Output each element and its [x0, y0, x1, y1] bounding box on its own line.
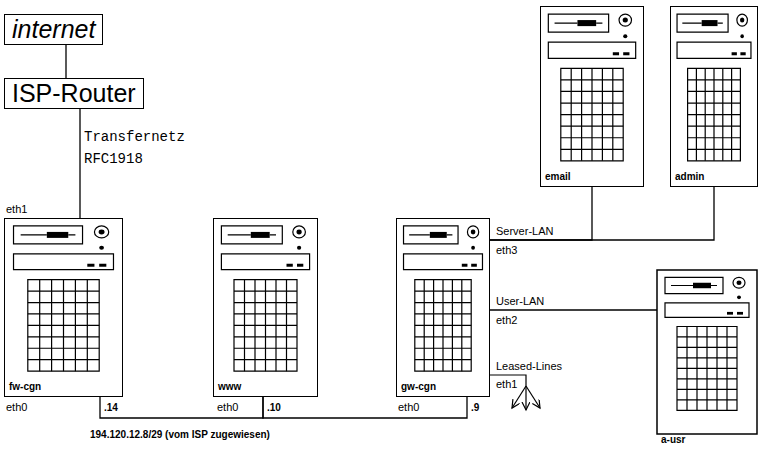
interface-label: 194.120.12.8/29 (vom ISP zugewiesen) — [90, 428, 270, 441]
node-label: internet — [12, 15, 95, 43]
network-link — [490, 187, 714, 240]
cloud-box: internet — [4, 14, 103, 45]
interface-label: Server-LAN — [496, 225, 553, 238]
node-label: admin — [675, 171, 704, 183]
interface-label: Leased-Lines — [496, 360, 562, 373]
network-link — [263, 397, 467, 418]
interface-label: eth1 — [6, 203, 27, 216]
interface-label: eth1 — [496, 378, 517, 391]
interface-label: eth0 — [217, 401, 238, 414]
leased-lines-symbol — [490, 375, 540, 410]
network-link — [80, 109, 81, 218]
gateway-tower: gw-cgn — [396, 218, 490, 397]
node-label: gw-cgn — [401, 381, 436, 393]
network-link — [100, 397, 263, 418]
node-label: fw-cgn — [9, 381, 41, 393]
interface-label: .9 — [471, 401, 479, 414]
node-label: a-usr — [661, 434, 685, 446]
server-tower: www — [213, 218, 318, 397]
network-link — [66, 45, 67, 78]
client-tower: a-usr — [657, 270, 757, 434]
node-label: www — [218, 381, 241, 393]
node-label: ISP-Router — [12, 79, 136, 107]
node-label: email — [545, 171, 571, 183]
server-tower: email — [540, 6, 644, 187]
interface-label: eth0 — [6, 401, 27, 414]
interface-label: eth3 — [496, 244, 517, 257]
interface-label: eth2 — [496, 314, 517, 327]
router-box: ISP-Router — [4, 78, 144, 109]
network-link — [490, 310, 657, 311]
network-link — [490, 187, 592, 240]
firewall-tower: fw-cgn — [4, 218, 123, 397]
interface-label: .10 — [267, 401, 281, 414]
interface-label: eth0 — [398, 401, 419, 414]
link-label: Transfernetz RFC1918 — [82, 126, 201, 170]
interface-label: User-LAN — [496, 295, 544, 308]
server-tower: admin — [670, 6, 758, 187]
interface-label: .14 — [104, 401, 118, 414]
